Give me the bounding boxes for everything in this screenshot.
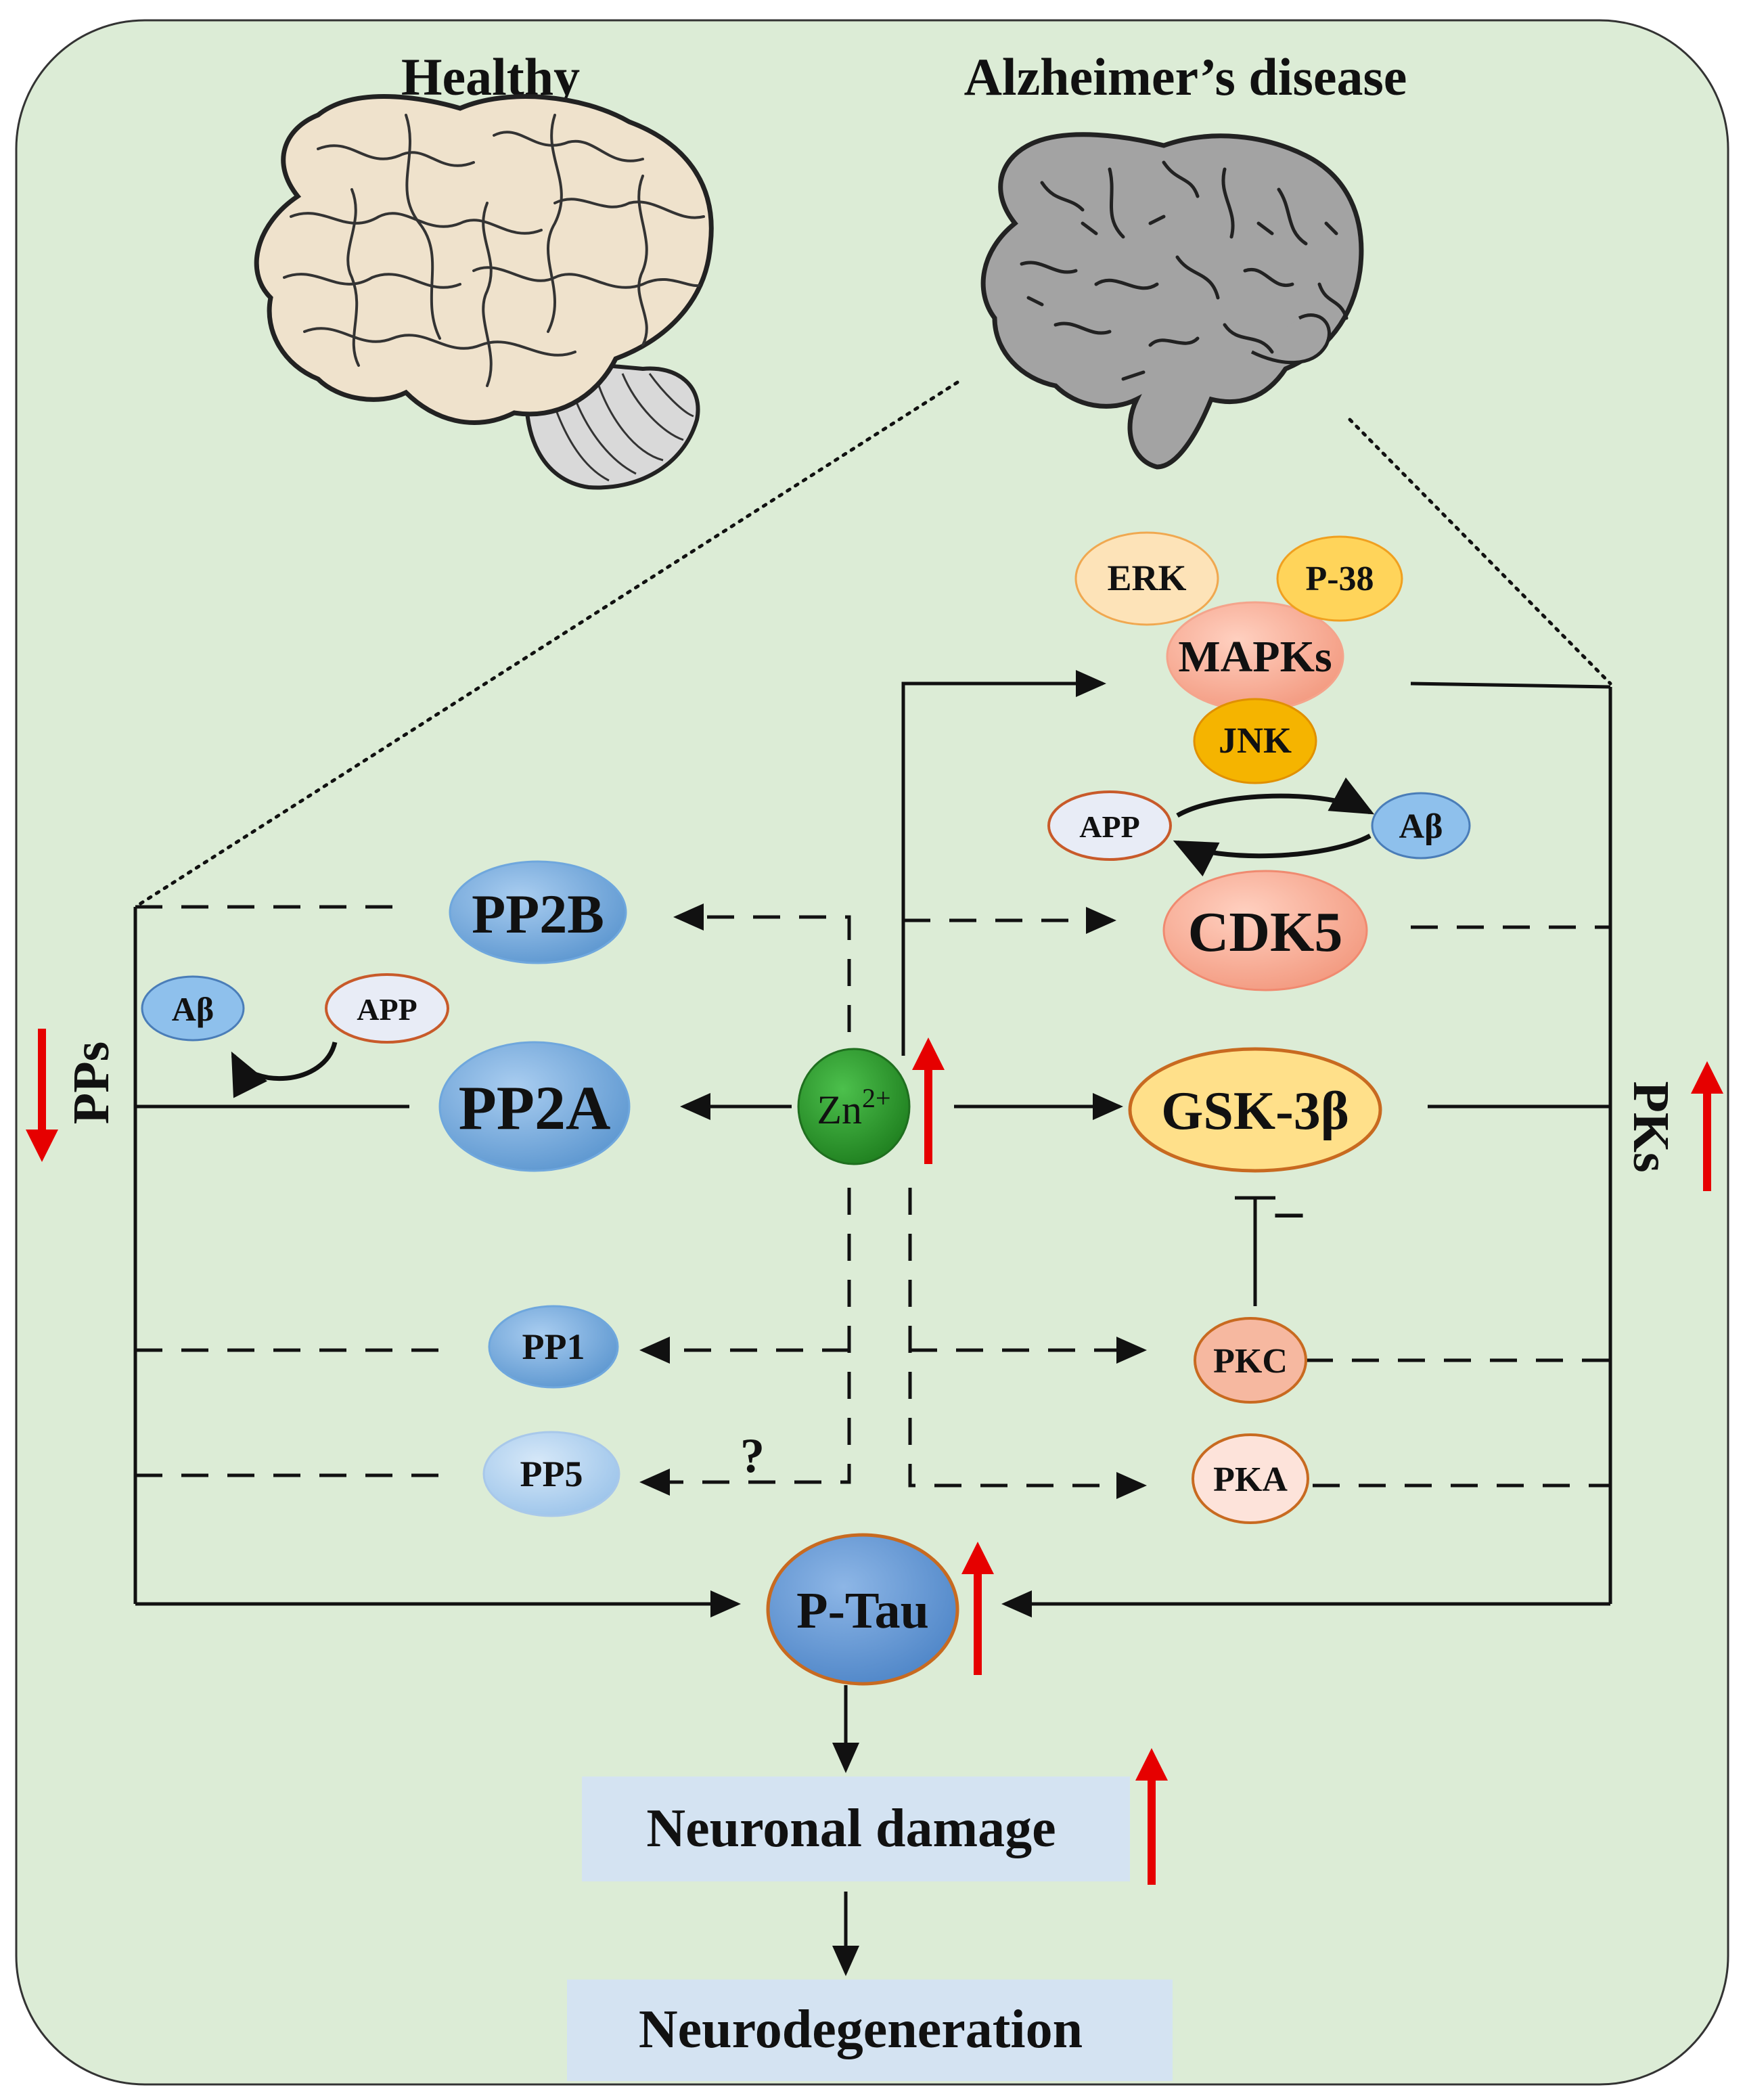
app-abeta-cycle-right <box>1173 777 1375 877</box>
alzheimers-brain-icon <box>980 132 1364 470</box>
red-indicator-arrows <box>26 1029 1723 1885</box>
app-node-left: APP <box>325 973 449 1044</box>
zinc-label: Zn <box>817 1088 862 1132</box>
app-to-abeta-arrow-left <box>231 1042 338 1098</box>
pka-node: PKA <box>1192 1433 1309 1524</box>
p38-label: P-38 <box>1305 560 1374 598</box>
connector-lines <box>133 670 1612 1976</box>
zinc-charge: 2+ <box>862 1083 891 1113</box>
mapks-label: MAPKs <box>1178 632 1332 682</box>
pp5-node: PP5 <box>482 1431 620 1517</box>
erk-label: ERK <box>1107 558 1186 598</box>
mapks-cluster: ERK P-38 MAPKs JNK <box>1074 531 1403 784</box>
svg-text:PP2B: PP2B <box>472 883 604 945</box>
jnk-label: JNK <box>1219 720 1292 761</box>
svg-text:PP5: PP5 <box>520 1454 583 1494</box>
neurodegeneration-box: Neurodegeneration <box>567 1980 1173 2081</box>
abeta-node-right: Aβ <box>1371 792 1471 859</box>
abeta-node-left: Aβ <box>141 975 245 1042</box>
pp2b-node: PP2B <box>449 860 627 964</box>
neuronal-damage-box: Neuronal damage <box>582 1777 1130 1881</box>
svg-text:PKA: PKA <box>1213 1460 1288 1499</box>
svg-text:APP: APP <box>357 992 417 1027</box>
pps-label: PPs <box>63 1042 120 1124</box>
pkc-node: PKC <box>1194 1317 1307 1404</box>
svg-text:PKC: PKC <box>1213 1342 1288 1381</box>
svg-text:CDK5: CDK5 <box>1188 901 1343 964</box>
zinc-ion-node: Zn2+ <box>797 1048 911 1165</box>
svg-text:Zn2+: Zn2+ <box>817 1083 890 1132</box>
zoom-line-left <box>133 380 959 909</box>
svg-text:GSK-3β: GSK-3β <box>1161 1081 1349 1141</box>
title-alzheimers: Alzheimer’s disease <box>964 47 1407 106</box>
svg-text:PP1: PP1 <box>522 1326 585 1367</box>
pks-label: PKs <box>1623 1081 1679 1172</box>
app-node-right: APP <box>1047 790 1172 861</box>
pp1-node: PP1 <box>488 1305 619 1389</box>
healthy-brain-icon <box>254 94 714 490</box>
ptau-node: P-Tau <box>766 1533 959 1686</box>
svg-text:APP: APP <box>1079 809 1139 844</box>
cdk5-node: CDK5 <box>1162 870 1368 991</box>
unknown-mark: ? <box>740 1429 765 1483</box>
svg-text:Aβ: Aβ <box>1399 807 1443 846</box>
svg-text:Neuronal damage: Neuronal damage <box>646 1799 1056 1858</box>
pp2a-node: PP2A <box>438 1041 631 1172</box>
gsk3b-node: GSK-3β <box>1128 1047 1382 1173</box>
inhibition-sign: – <box>1275 1181 1303 1241</box>
svg-text:Aβ: Aβ <box>172 990 214 1028</box>
svg-text:Neurodegeneration: Neurodegeneration <box>639 2000 1083 2059</box>
svg-text:P-Tau: P-Tau <box>796 1582 929 1639</box>
svg-text:PP2A: PP2A <box>459 1073 611 1142</box>
